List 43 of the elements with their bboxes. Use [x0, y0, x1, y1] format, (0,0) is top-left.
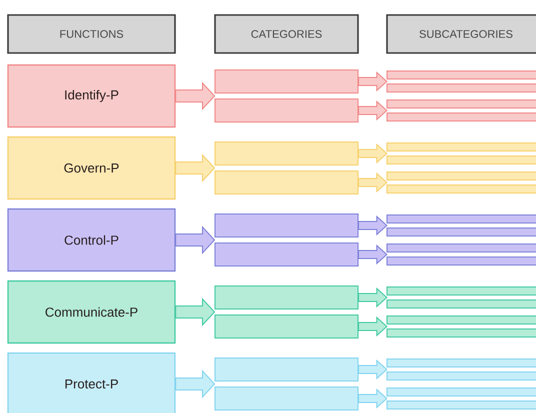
block-arrow — [358, 388, 388, 409]
subcategory-bars — [386, 388, 536, 410]
category-bar — [214, 170, 358, 194]
block-arrow — [358, 287, 388, 308]
header-box: SUBCATEGORIES — [386, 14, 536, 54]
block-arrow — [358, 71, 388, 92]
function-box: Protect-P — [7, 352, 176, 413]
subcategory-bars — [386, 214, 536, 236]
subcategory-bars — [386, 142, 536, 164]
function-box: Govern-P — [7, 136, 176, 200]
block-arrow — [358, 316, 388, 337]
category-bar — [214, 358, 358, 382]
block-arrow — [358, 215, 388, 236]
subcategory-bars — [386, 358, 536, 380]
block-arrow — [175, 370, 216, 398]
subcategory-bars — [386, 70, 536, 92]
header-box: FUNCTIONS — [7, 14, 176, 54]
function-box: Identify-P — [7, 64, 176, 128]
function-box: Control-P — [7, 208, 176, 272]
subcategory-bars — [386, 172, 536, 194]
block-arrow — [358, 359, 388, 380]
category-bar — [214, 70, 358, 94]
block-arrow — [358, 244, 388, 265]
block-arrow — [358, 172, 388, 193]
block-arrow — [175, 82, 216, 110]
block-arrow — [358, 143, 388, 164]
subcategory-bars — [386, 100, 536, 122]
category-bar — [214, 286, 358, 310]
subcategory-bars — [386, 244, 536, 266]
subcategory-bars — [386, 316, 536, 338]
block-arrow — [175, 298, 216, 326]
category-bar — [214, 242, 358, 266]
header-box: CATEGORIES — [214, 14, 359, 54]
category-bar — [214, 386, 358, 410]
subcategory-bars — [386, 286, 536, 308]
block-arrow — [358, 100, 388, 121]
category-bar — [214, 314, 358, 338]
block-arrow — [175, 154, 216, 182]
category-bar — [214, 214, 358, 238]
category-bar — [214, 98, 358, 122]
block-arrow — [175, 226, 216, 254]
function-box: Communicate-P — [7, 280, 176, 344]
category-bar — [214, 142, 358, 166]
